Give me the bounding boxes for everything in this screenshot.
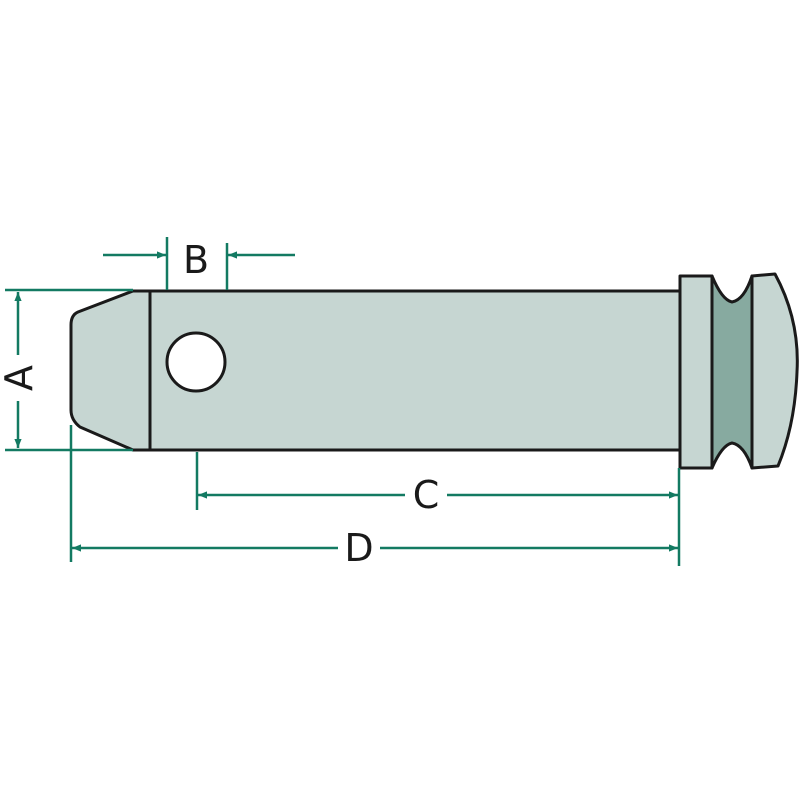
collar: [678, 274, 714, 470]
dimension-b-label: B: [183, 238, 209, 282]
dimension-a-label: A: [0, 365, 41, 391]
groove: [710, 274, 754, 470]
cross-hole: [165, 331, 227, 393]
dimension-d-label: D: [344, 526, 373, 570]
pin-head: [678, 272, 799, 470]
dimension-c-label: C: [413, 473, 440, 517]
pin-shaft: [69, 289, 682, 452]
head-cap: [750, 272, 799, 470]
